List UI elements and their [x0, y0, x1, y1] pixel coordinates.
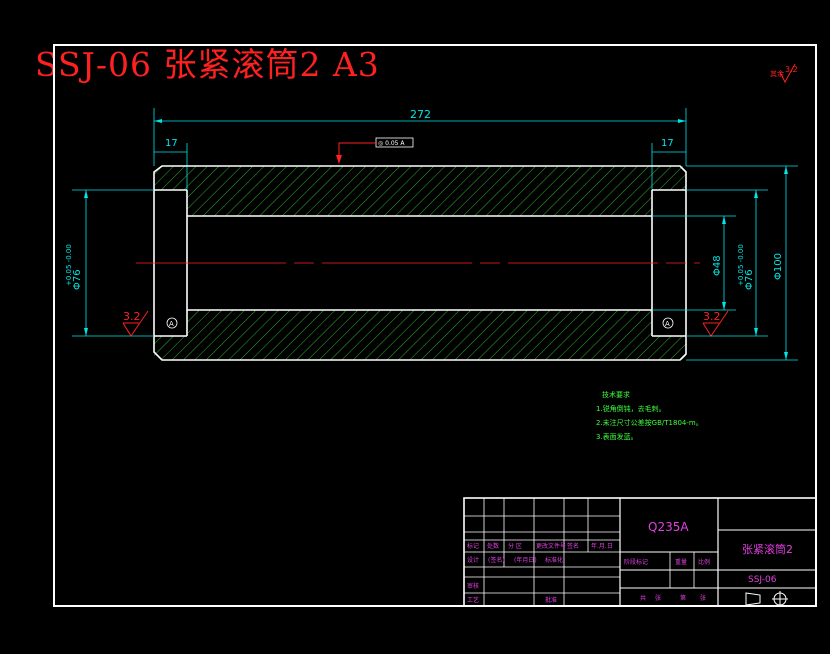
note-item: 3.表面发蓝。 [596, 433, 638, 441]
general-roughness-value: 3.2 [785, 65, 798, 74]
row1-label-5: 年.月.日 [591, 542, 613, 550]
right-datum-label: A [665, 320, 670, 328]
row1-label-1: 处数 [487, 542, 499, 550]
row2-label-1: (签名) [488, 556, 505, 564]
row4-label-1: 批准 [545, 596, 557, 604]
note-item: 2.未注尺寸公差按GB/T1804-m。 [596, 419, 703, 427]
row3-label-0: 审核 [467, 582, 479, 590]
projection-symbol-icon [745, 591, 788, 607]
right-bore-tolerance-label: +0.05 -0.00 [737, 244, 745, 286]
row2-label-0: 设计 [467, 556, 479, 564]
right-bore-diameter-label: Φ76 [744, 269, 755, 290]
left-roughness-value: 3.2 [123, 310, 141, 323]
right-roughness-symbol: 3.2 [702, 310, 729, 337]
drawing-border [53, 44, 817, 607]
technical-requirements: 技术要求 1.锐角倒钝，去毛刺。 2.未注尺寸公差按GB/T1804-m。 3.… [596, 388, 703, 444]
drawing-title: SSJ-06 张紧滚筒2 A3 [35, 45, 380, 84]
general-roughness-symbol: 其余 3.2 [770, 63, 798, 84]
row4-label-0: 工艺 [467, 596, 479, 604]
drawing-number-label: SSJ-06 [748, 575, 777, 585]
title-block [463, 497, 817, 607]
row1-label-2: 分 区 [508, 542, 522, 550]
overall-length-label: 272 [410, 108, 431, 121]
row1-label-3: 更改文件号 [536, 542, 566, 550]
inner-diameter-label: Φ48 [712, 255, 723, 276]
coaxiality-tolerance-frame: ◎ 0.05 A [336, 137, 414, 164]
left-bore-tolerance-label: +0.05 -0.00 [65, 244, 73, 286]
left-bore-depth-label: 17 [165, 138, 178, 149]
row2-label-2: (年月日) [514, 556, 537, 564]
svg-text:其余: 其余 [770, 69, 784, 78]
sheet-label-1: 张 [655, 594, 661, 602]
right-bore-depth-label: 17 [661, 138, 674, 149]
sheet-label-0: 共 [640, 594, 646, 602]
left-bore-diameter-dimension: Φ76 +0.05 -0.00 [65, 189, 154, 337]
left-datum-label: A [169, 320, 174, 328]
inner-diameter-dimension: Φ48 [652, 215, 736, 311]
title-block-text: 标记 处数 分 区 更改文件号 签名 年.月.日 设计 (签名) (年月日) 标… [467, 520, 793, 604]
right-roughness-value: 3.2 [703, 310, 721, 323]
overall-length-dimension: 272 [153, 108, 687, 166]
right-bore-diameter-dimension: Φ76 +0.05 -0.00 [686, 189, 768, 337]
row1-label-0: 标记 [467, 542, 479, 550]
note-item: 1.锐角倒钝，去毛刺。 [596, 405, 666, 413]
stage-label-0: 阶段标记 [624, 558, 648, 566]
sheet-label-3: 张 [700, 594, 706, 602]
left-bore-diameter-label: Φ76 [72, 269, 83, 290]
stage-label-1: 重量 [675, 558, 687, 566]
tolerance-frame-text: ◎ 0.05 A [378, 140, 405, 147]
material-label: Q235A [648, 520, 689, 534]
notes-heading: 技术要求 [602, 391, 630, 399]
stage-label-2: 比例 [698, 558, 710, 566]
part-name-label: 张紧滚筒2 [742, 542, 793, 556]
row1-label-4: 签名 [567, 542, 579, 550]
outer-diameter-dimension: Φ100 [686, 165, 798, 361]
sheet-label-2: 第 [680, 594, 686, 602]
roller-section-view: A A [136, 165, 700, 361]
outer-diameter-label: Φ100 [773, 253, 784, 280]
row2-label-3: 标准化 [545, 556, 563, 564]
left-roughness-symbol: 3.2 [122, 310, 149, 337]
